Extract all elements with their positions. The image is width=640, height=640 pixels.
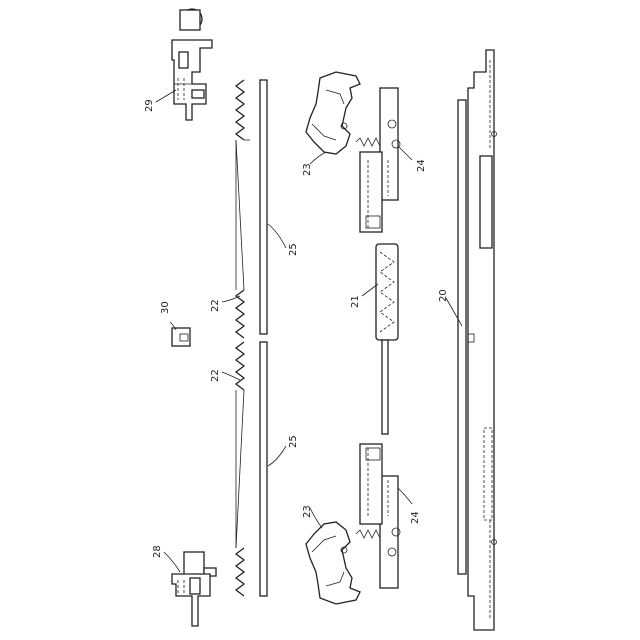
- ref-22-lower: 22: [210, 369, 221, 382]
- ref-24-upper: 24: [416, 159, 427, 172]
- ref-23-upper: 23: [302, 163, 313, 176]
- ref-22-upper: 22: [210, 299, 221, 312]
- part-29: [172, 9, 212, 120]
- part-21: [376, 244, 398, 434]
- part-25-lower: [260, 342, 267, 596]
- part-24-upper: [360, 88, 400, 232]
- part-22-upper: [236, 80, 250, 338]
- ref-30: 30: [160, 301, 171, 314]
- ref-29: 29: [144, 99, 155, 112]
- ref-23-lower: 23: [302, 505, 313, 518]
- part-28: [172, 552, 216, 626]
- part-24-lower: [360, 444, 400, 588]
- part-30: [172, 328, 190, 346]
- ref-21: 21: [350, 295, 361, 308]
- part-23-lower: [306, 522, 360, 604]
- part-23-upper: [306, 72, 360, 154]
- ref-24-lower: 24: [410, 511, 421, 524]
- part-22-lower: [236, 342, 244, 596]
- part-20: [458, 50, 497, 630]
- ref-25-upper: 25: [288, 243, 299, 256]
- ref-25-lower: 25: [288, 435, 299, 448]
- ref-20: 20: [438, 289, 449, 302]
- ref-28: 28: [152, 545, 163, 558]
- part-25-upper: [260, 80, 267, 334]
